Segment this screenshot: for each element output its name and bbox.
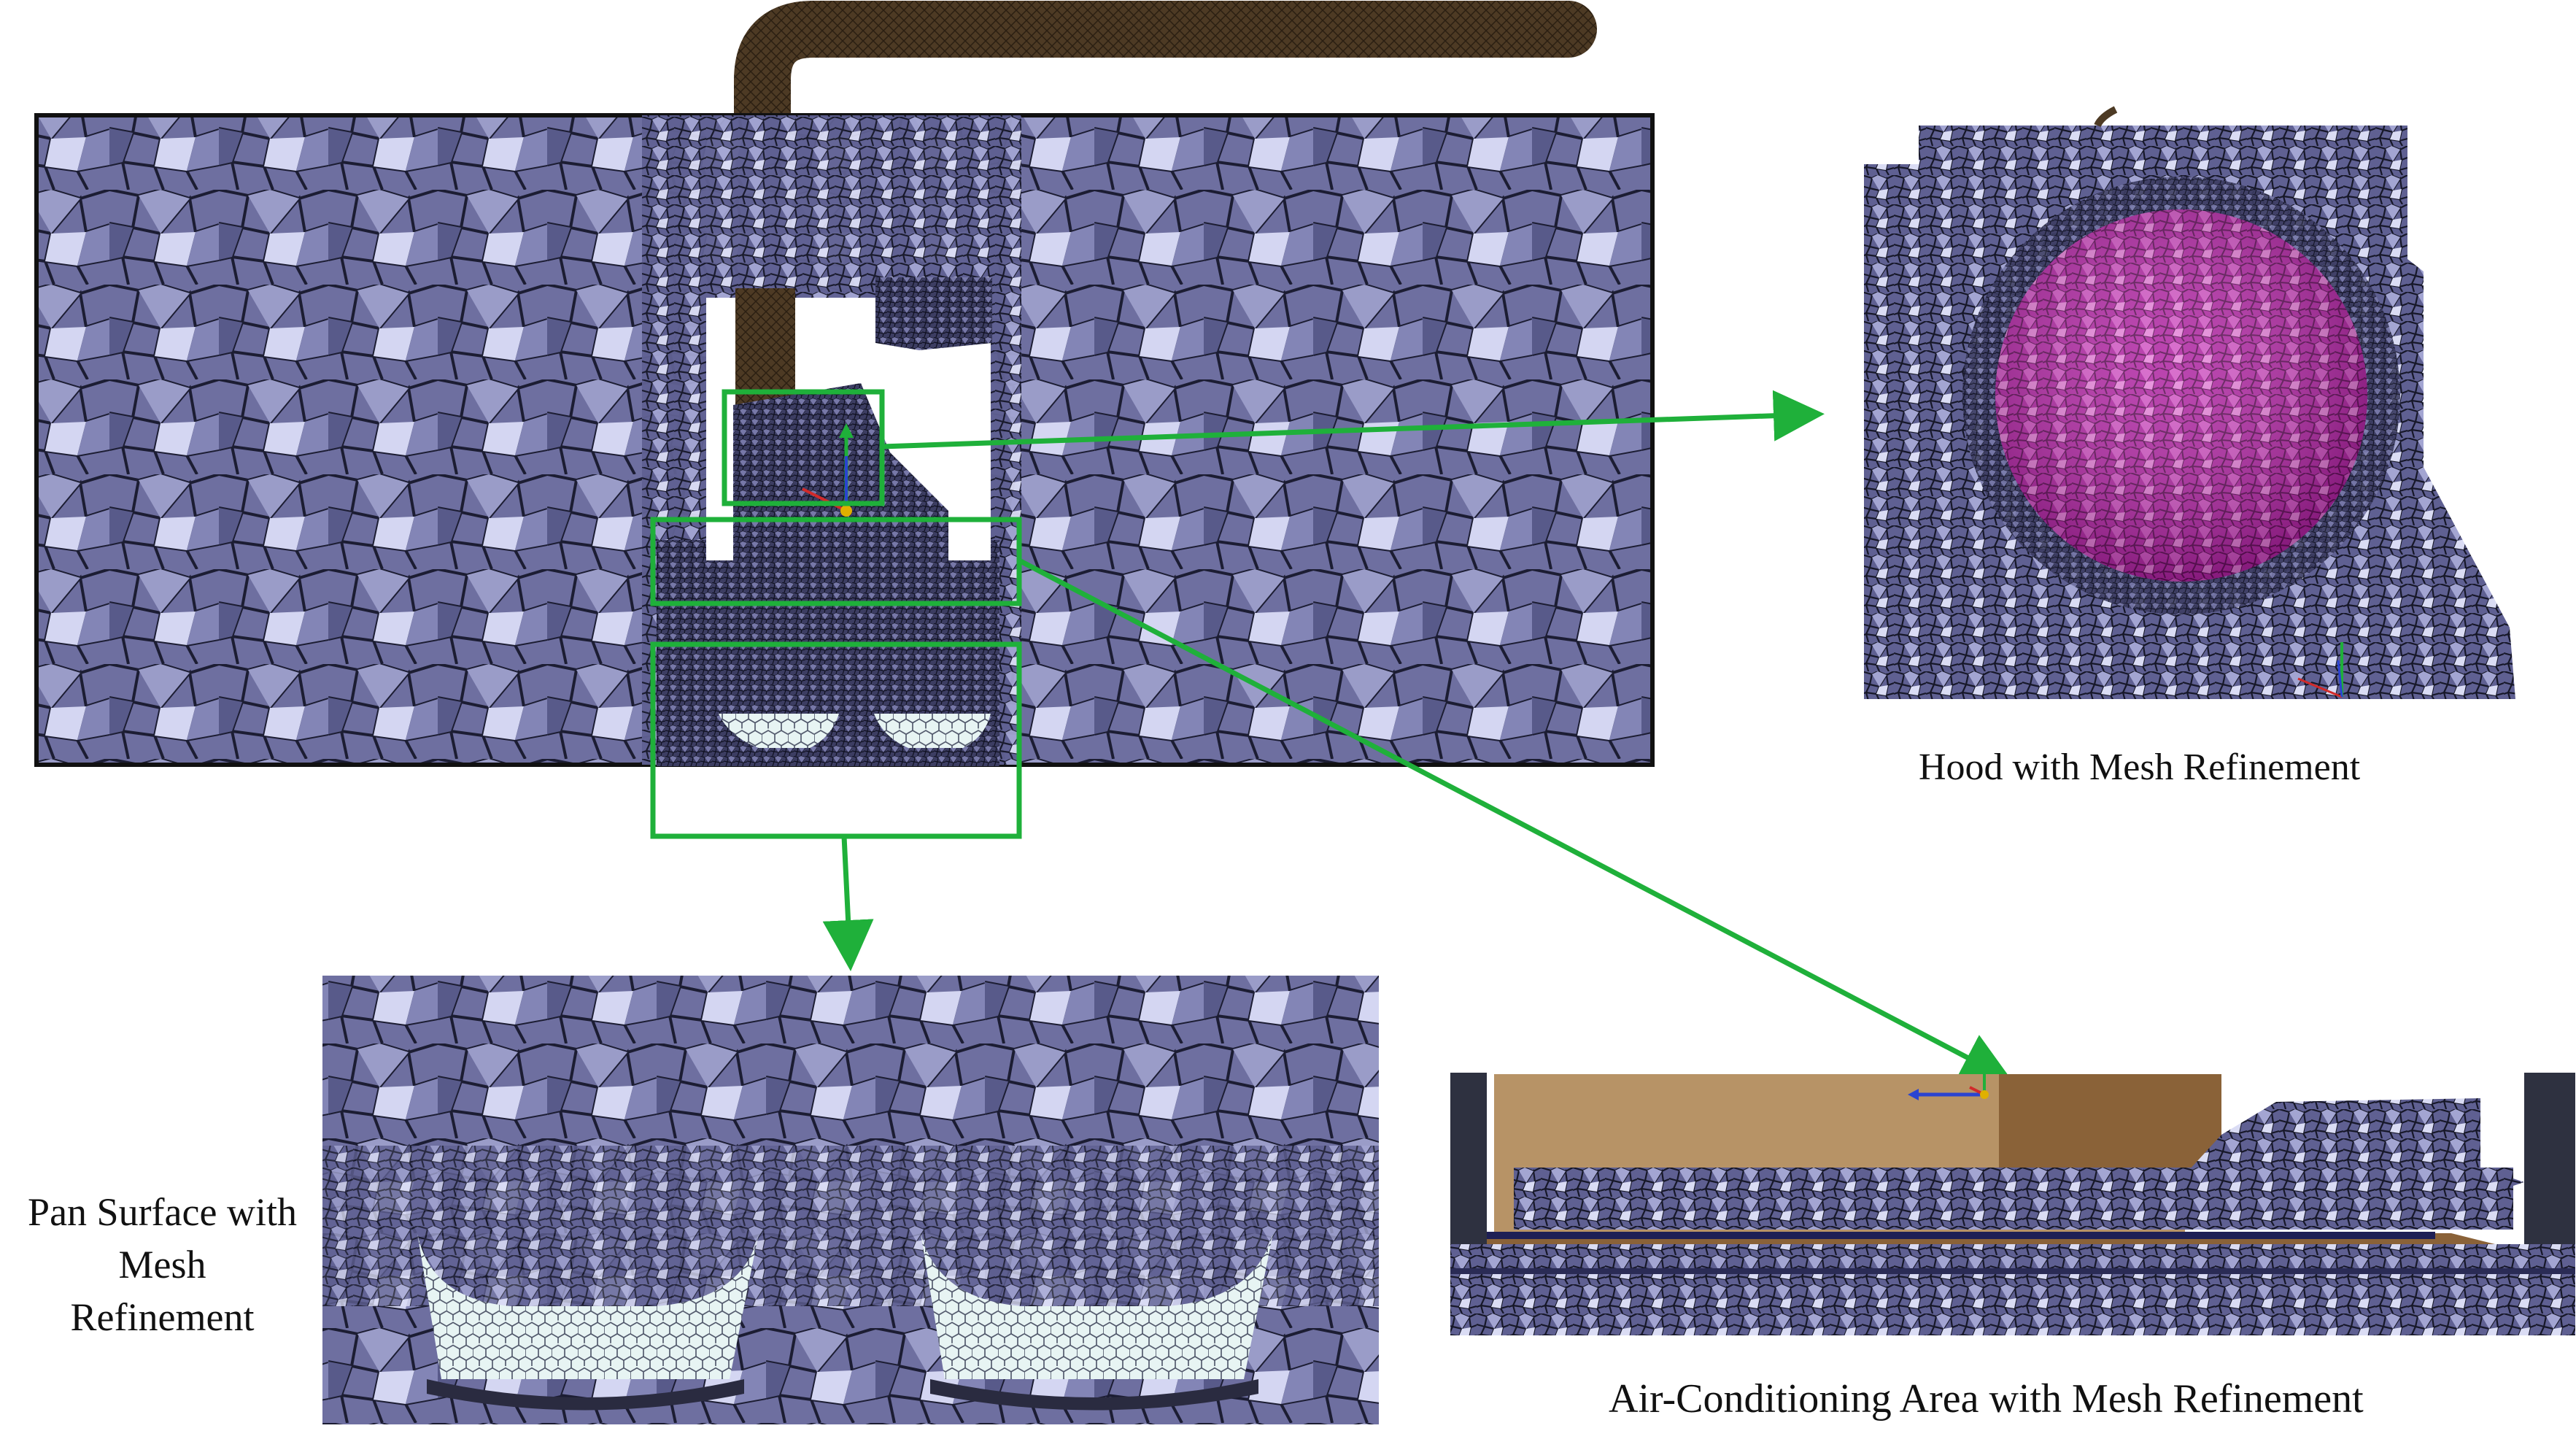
ac-lower-mesh (1450, 1244, 2575, 1335)
pan-1-hex-surface (719, 714, 839, 748)
pan-caption-line-3: Refinement (70, 1295, 255, 1339)
exhaust-duct (734, 1, 1597, 335)
hood-duct-stub (2094, 106, 2118, 128)
hood-caption: Hood with Mesh Refinement (1919, 746, 2361, 788)
pan-caption: Pan Surface with Mesh Refinement (7, 1186, 317, 1343)
hood-highlight-box (722, 389, 885, 506)
arrow-to-hood-view (881, 390, 1825, 450)
pan-2-surface (921, 1233, 1273, 1379)
ac-ceiling-wood-dark (1999, 1074, 2221, 1178)
pan-inset-view (322, 976, 1379, 1424)
pan-1-surface (417, 1233, 759, 1379)
ac-floor-line (1487, 1232, 2435, 1239)
pan-highlight-box (650, 641, 1022, 839)
hood-xyz-axis-triad-icon (2297, 642, 2343, 698)
pan-2-hex-surface (874, 714, 991, 748)
hood-sphere-shade (1995, 209, 2367, 582)
ac-lower-stripe (1450, 1268, 2575, 1274)
arrow-to-ac-view (1018, 558, 2013, 1081)
pan-caption-line-2: Mesh (118, 1243, 206, 1286)
hood-mesh-block (875, 277, 992, 350)
hood-inset-view (1864, 106, 2515, 699)
ac-inset-view (1450, 1073, 2575, 1335)
connector-arrows (822, 390, 2013, 1081)
ac-xyz-axis-triad-icon (1908, 1074, 1989, 1100)
ac-caption: Air-Conditioning Area with Mesh Refineme… (1609, 1376, 2364, 1421)
main-mesh-view (34, 1, 1655, 839)
pan-caption-line-1: Pan Surface with (28, 1190, 297, 1234)
arrow-to-pan-view (822, 836, 874, 971)
pan-2-base (930, 1379, 1258, 1411)
pan-1-base (427, 1379, 744, 1411)
ac-middle-mesh (1514, 1168, 2513, 1230)
pan-inset-refined-band (322, 1146, 1379, 1306)
